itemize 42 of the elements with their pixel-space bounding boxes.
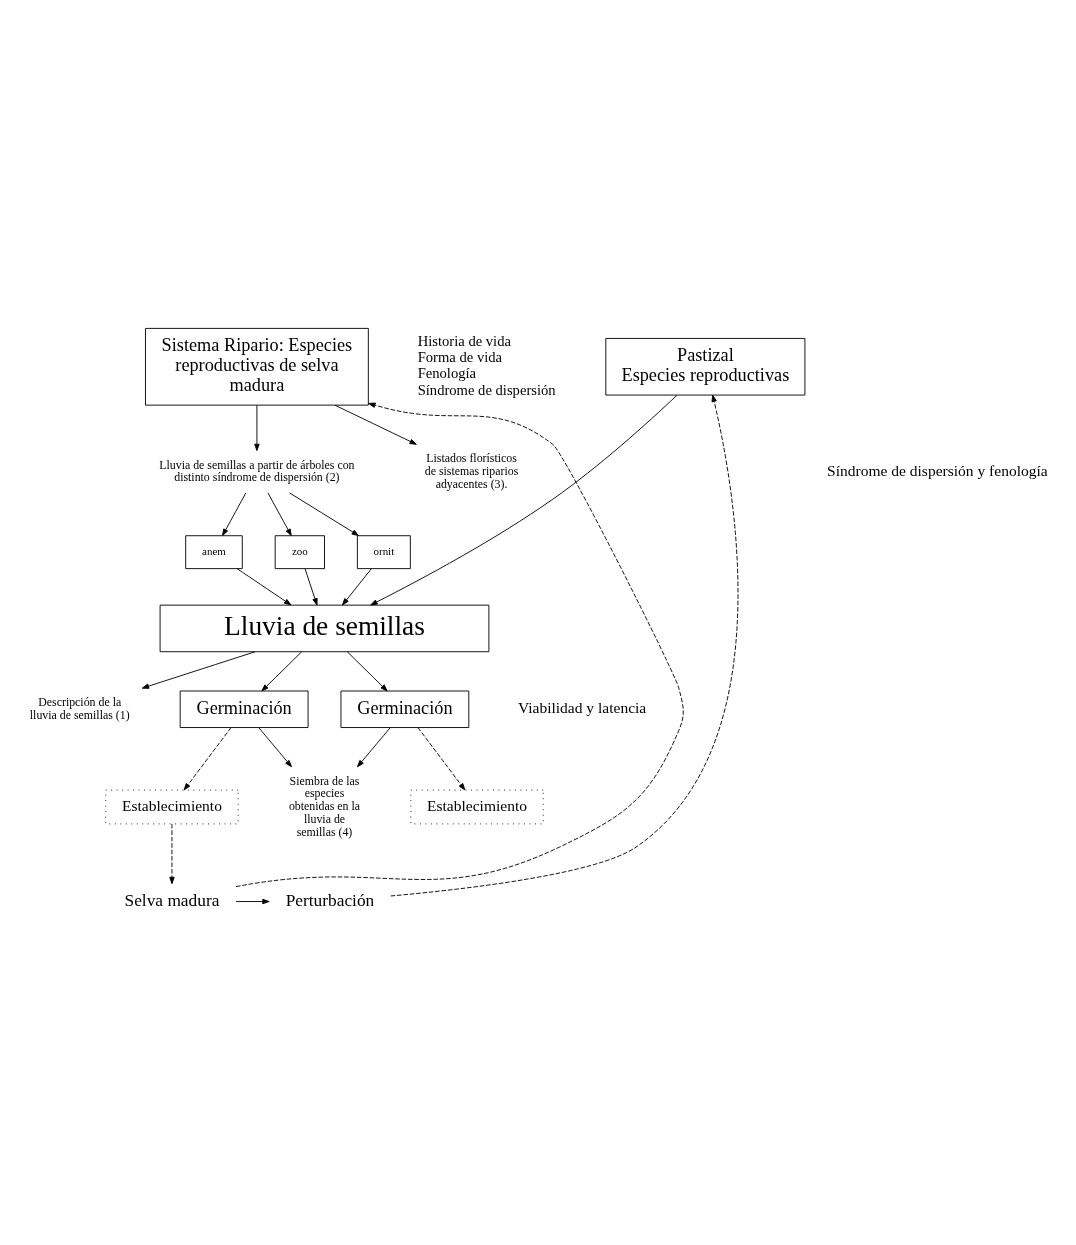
arrow (390, 394, 739, 897)
node-box: Germinación (179, 690, 309, 728)
arrow (342, 568, 372, 606)
arrow (141, 651, 256, 689)
node-text: Descripción de la lluvia de semillas (1) (29, 694, 130, 722)
node-box: Establecimiento (105, 789, 239, 825)
node-box: Establecimiento (410, 789, 544, 825)
label: Viabilidad y latencia (517, 699, 647, 717)
arrow (370, 394, 678, 606)
arrow (222, 492, 247, 536)
node-box: Sistema Ripario: Especies reproductivas de selva madura (145, 327, 369, 406)
arrow (261, 651, 303, 692)
node-text: Lluvia de semillas a partir de árboles con distinto síndrome de dispersión (2) (159, 457, 355, 485)
node-text: Selva madura (124, 890, 220, 910)
arrow (346, 651, 388, 692)
node-box: ornit (356, 535, 411, 570)
node-text: Siembra de las especies obtenidas en la lluvia de semillas (4) (288, 773, 361, 839)
arrow (289, 492, 359, 536)
label: Síndrome de dispersión y fenología (827, 461, 1048, 479)
arrow (235, 402, 684, 888)
label: Historia de vida (417, 332, 511, 349)
arrow (417, 727, 466, 791)
node-box: Pastizal Especies reproductivas (605, 338, 806, 396)
arrow (236, 568, 292, 606)
label: Fenología (417, 365, 477, 382)
node-box: anem (185, 535, 243, 570)
node-box: Lluvia de semillas (159, 604, 490, 653)
node-text: Perturbación (285, 890, 375, 910)
arrow (183, 727, 232, 791)
arrow (357, 727, 391, 768)
label: Síndrome de dispersión (417, 381, 556, 398)
arrow (258, 727, 292, 768)
arrow (235, 898, 270, 905)
arrow (254, 404, 260, 452)
arrow (267, 492, 292, 536)
arrow (169, 823, 175, 885)
label: Forma de vida (417, 349, 503, 366)
node-box: Germinación (340, 690, 470, 728)
arrow (334, 404, 417, 445)
arrow (304, 568, 318, 606)
node-box: zoo (274, 535, 325, 570)
node-text: Listados florísticos de sistemas riparios adyacentes (3). (424, 451, 519, 491)
